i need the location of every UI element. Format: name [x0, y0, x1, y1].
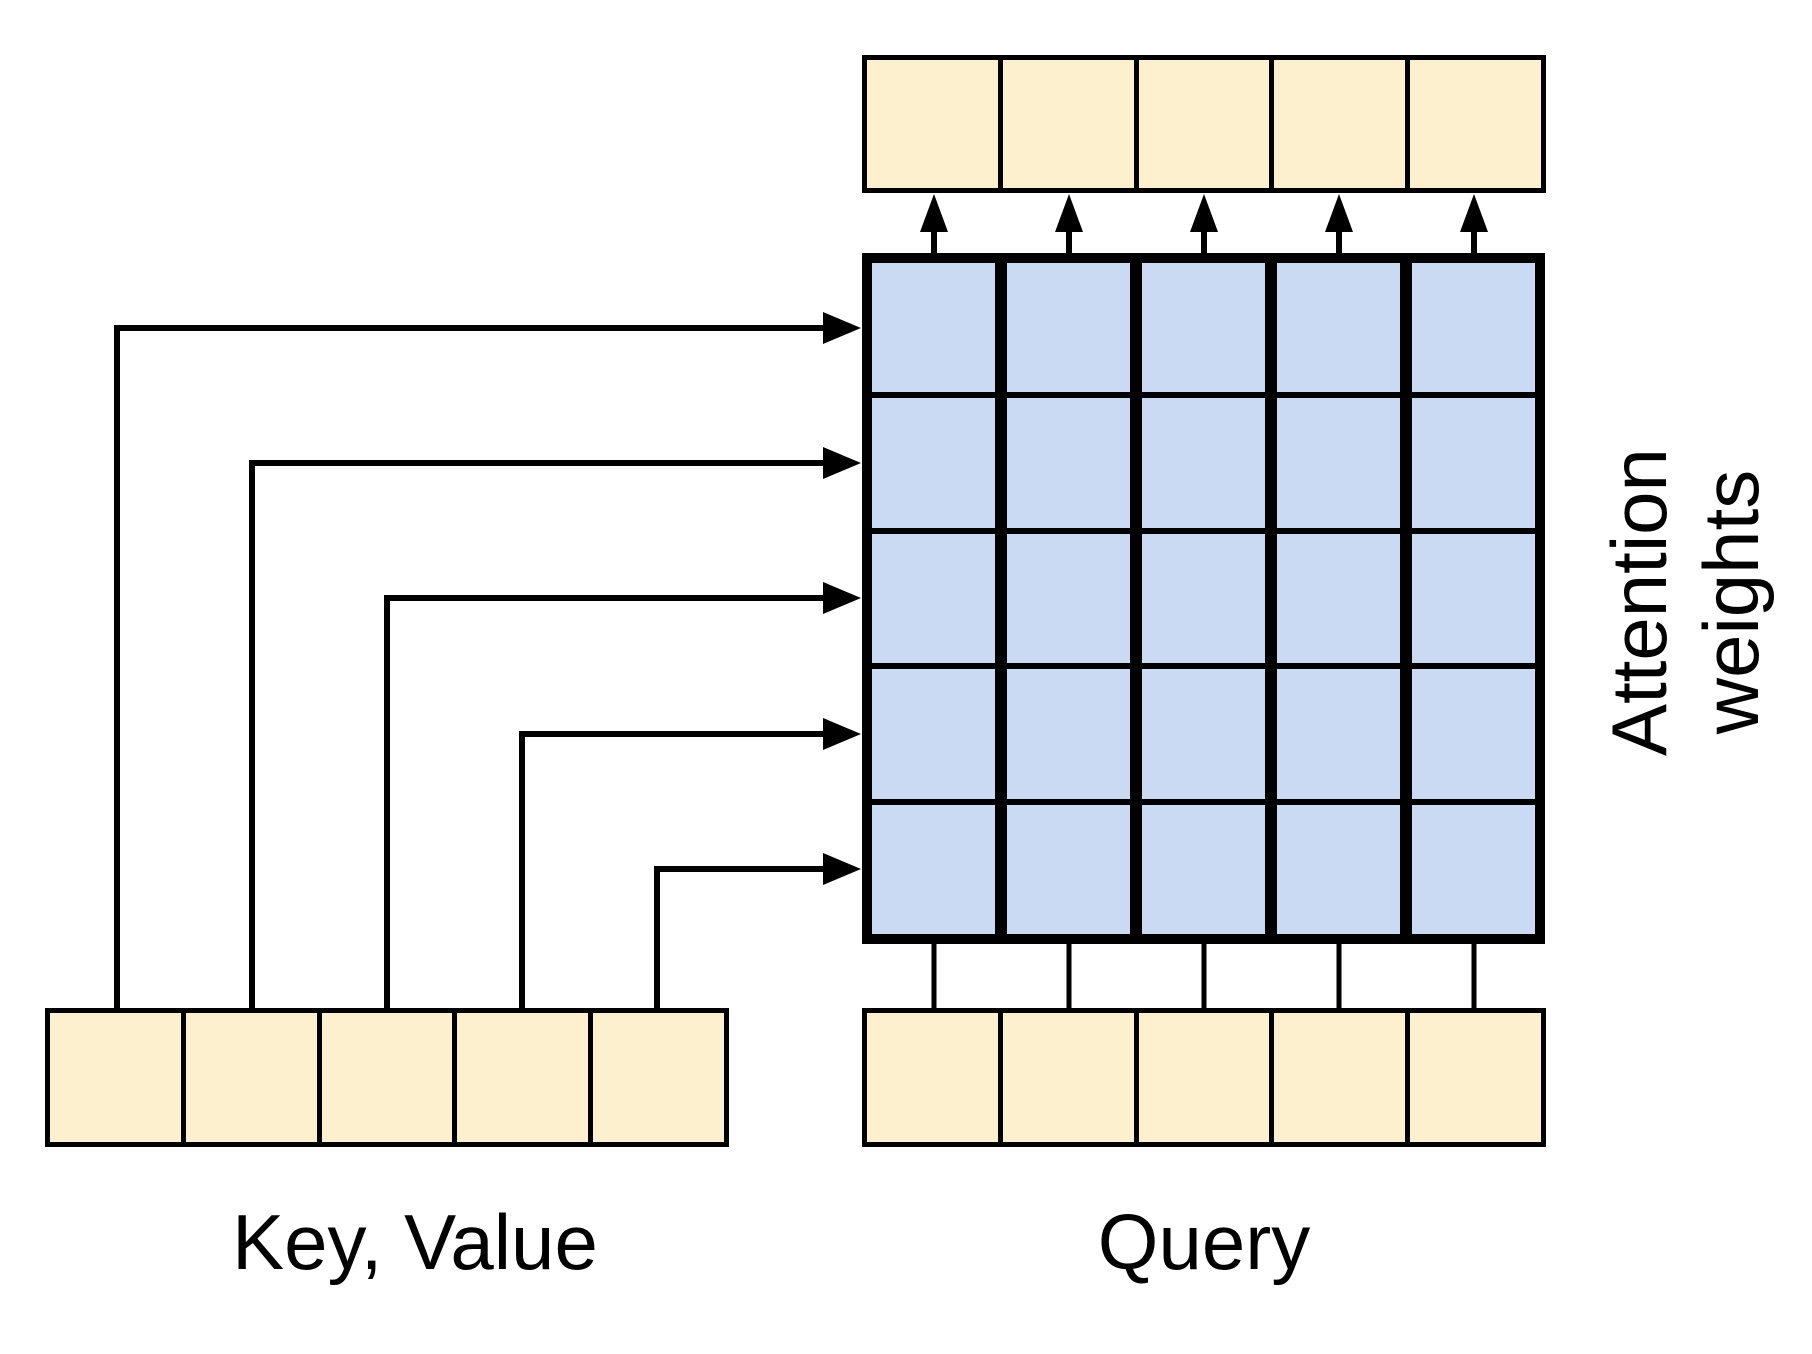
- key-value-cell: [50, 1013, 181, 1142]
- key-value-vector-row: [45, 1008, 729, 1147]
- attention-weight-cell: [1142, 398, 1265, 528]
- matrix-column: [1007, 263, 1130, 935]
- attention-weight-cell: [1007, 804, 1130, 935]
- arrowhead-right-icon: [823, 582, 861, 614]
- attention-weight-cell: [1412, 804, 1535, 935]
- arrowhead-right-icon: [823, 718, 861, 750]
- arrowhead-up-icon: [1325, 194, 1353, 232]
- matrix-to-output-arrow-1: [920, 194, 948, 253]
- attention-weight-cell: [872, 398, 995, 528]
- arrowhead-up-icon: [1460, 194, 1488, 232]
- matrix-column: [872, 263, 995, 935]
- key-value-to-row-arrow-1: [114, 312, 861, 1008]
- attention-weight-cell: [872, 804, 995, 935]
- query-cell: [867, 1013, 998, 1142]
- query-cell: [1405, 1013, 1541, 1142]
- attention-weight-cell: [1412, 263, 1535, 393]
- query-cell: [1133, 1013, 1270, 1142]
- attention-weight-cell: [1277, 398, 1400, 528]
- arrowhead-right-icon: [823, 853, 861, 885]
- output-cell: [1405, 60, 1541, 188]
- attention-weight-cell: [1007, 263, 1130, 393]
- attention-weight-cell: [872, 533, 995, 664]
- output-cell: [997, 60, 1134, 188]
- output-cell: [1133, 60, 1270, 188]
- output-cell: [867, 60, 998, 188]
- attention-weight-cell: [1007, 398, 1130, 528]
- key-value-to-row-arrow-2: [249, 447, 861, 1008]
- attention-weights-matrix: [862, 253, 1545, 944]
- attention-weight-cell: [1142, 669, 1265, 799]
- matrix-to-output-arrow-4: [1325, 194, 1353, 253]
- matrix-column: [1142, 263, 1265, 935]
- arrowhead-right-icon: [823, 312, 861, 344]
- output-cell: [1269, 60, 1406, 188]
- attention-weight-cell: [1007, 533, 1130, 664]
- attention-weight-cell: [1412, 533, 1535, 664]
- attention-weight-cell: [1142, 804, 1265, 935]
- attention-weight-cell: [1277, 533, 1400, 664]
- arrowhead-up-icon: [920, 194, 948, 232]
- query-label: Query: [1097, 1198, 1311, 1286]
- attention-weights-label: Attention weights: [1593, 402, 1781, 802]
- arrowhead-up-icon: [1055, 194, 1083, 232]
- attention-weights-label-line1: Attention: [1595, 448, 1683, 756]
- output-vector-row: [862, 55, 1546, 193]
- key-value-to-row-arrow-3: [384, 582, 861, 1008]
- attention-weight-cell: [1142, 533, 1265, 664]
- query-vector-row: [862, 1008, 1546, 1147]
- query-cell: [997, 1013, 1134, 1142]
- attention-weight-cell: [1412, 398, 1535, 528]
- attention-weight-cell: [872, 263, 995, 393]
- arrowhead-right-icon: [823, 447, 861, 479]
- attention-weight-cell: [1277, 263, 1400, 393]
- key-value-label: Key, Value: [232, 1198, 598, 1286]
- attention-weight-cell: [1412, 669, 1535, 799]
- matrix-column: [1277, 263, 1400, 935]
- key-value-cell: [316, 1013, 453, 1142]
- attention-weight-cell: [1277, 804, 1400, 935]
- attention-weights-label-line2: weights: [1687, 469, 1776, 735]
- matrix-to-output-arrow-2: [1055, 194, 1083, 253]
- matrix-column: [1412, 263, 1535, 935]
- key-value-to-row-arrow-5: [654, 853, 861, 1008]
- arrowhead-up-icon: [1190, 194, 1218, 232]
- matrix-to-output-arrow-3: [1190, 194, 1218, 253]
- attention-weight-cell: [1007, 669, 1130, 799]
- query-cell: [1269, 1013, 1406, 1142]
- key-value-cell: [588, 1013, 724, 1142]
- attention-weight-cell: [872, 669, 995, 799]
- attention-weight-cell: [1142, 263, 1265, 393]
- matrix-to-output-arrow-5: [1460, 194, 1488, 253]
- key-value-to-row-arrow-4: [519, 718, 861, 1008]
- key-value-cell: [452, 1013, 589, 1142]
- key-value-cell: [180, 1013, 317, 1142]
- attention-weight-cell: [1277, 669, 1400, 799]
